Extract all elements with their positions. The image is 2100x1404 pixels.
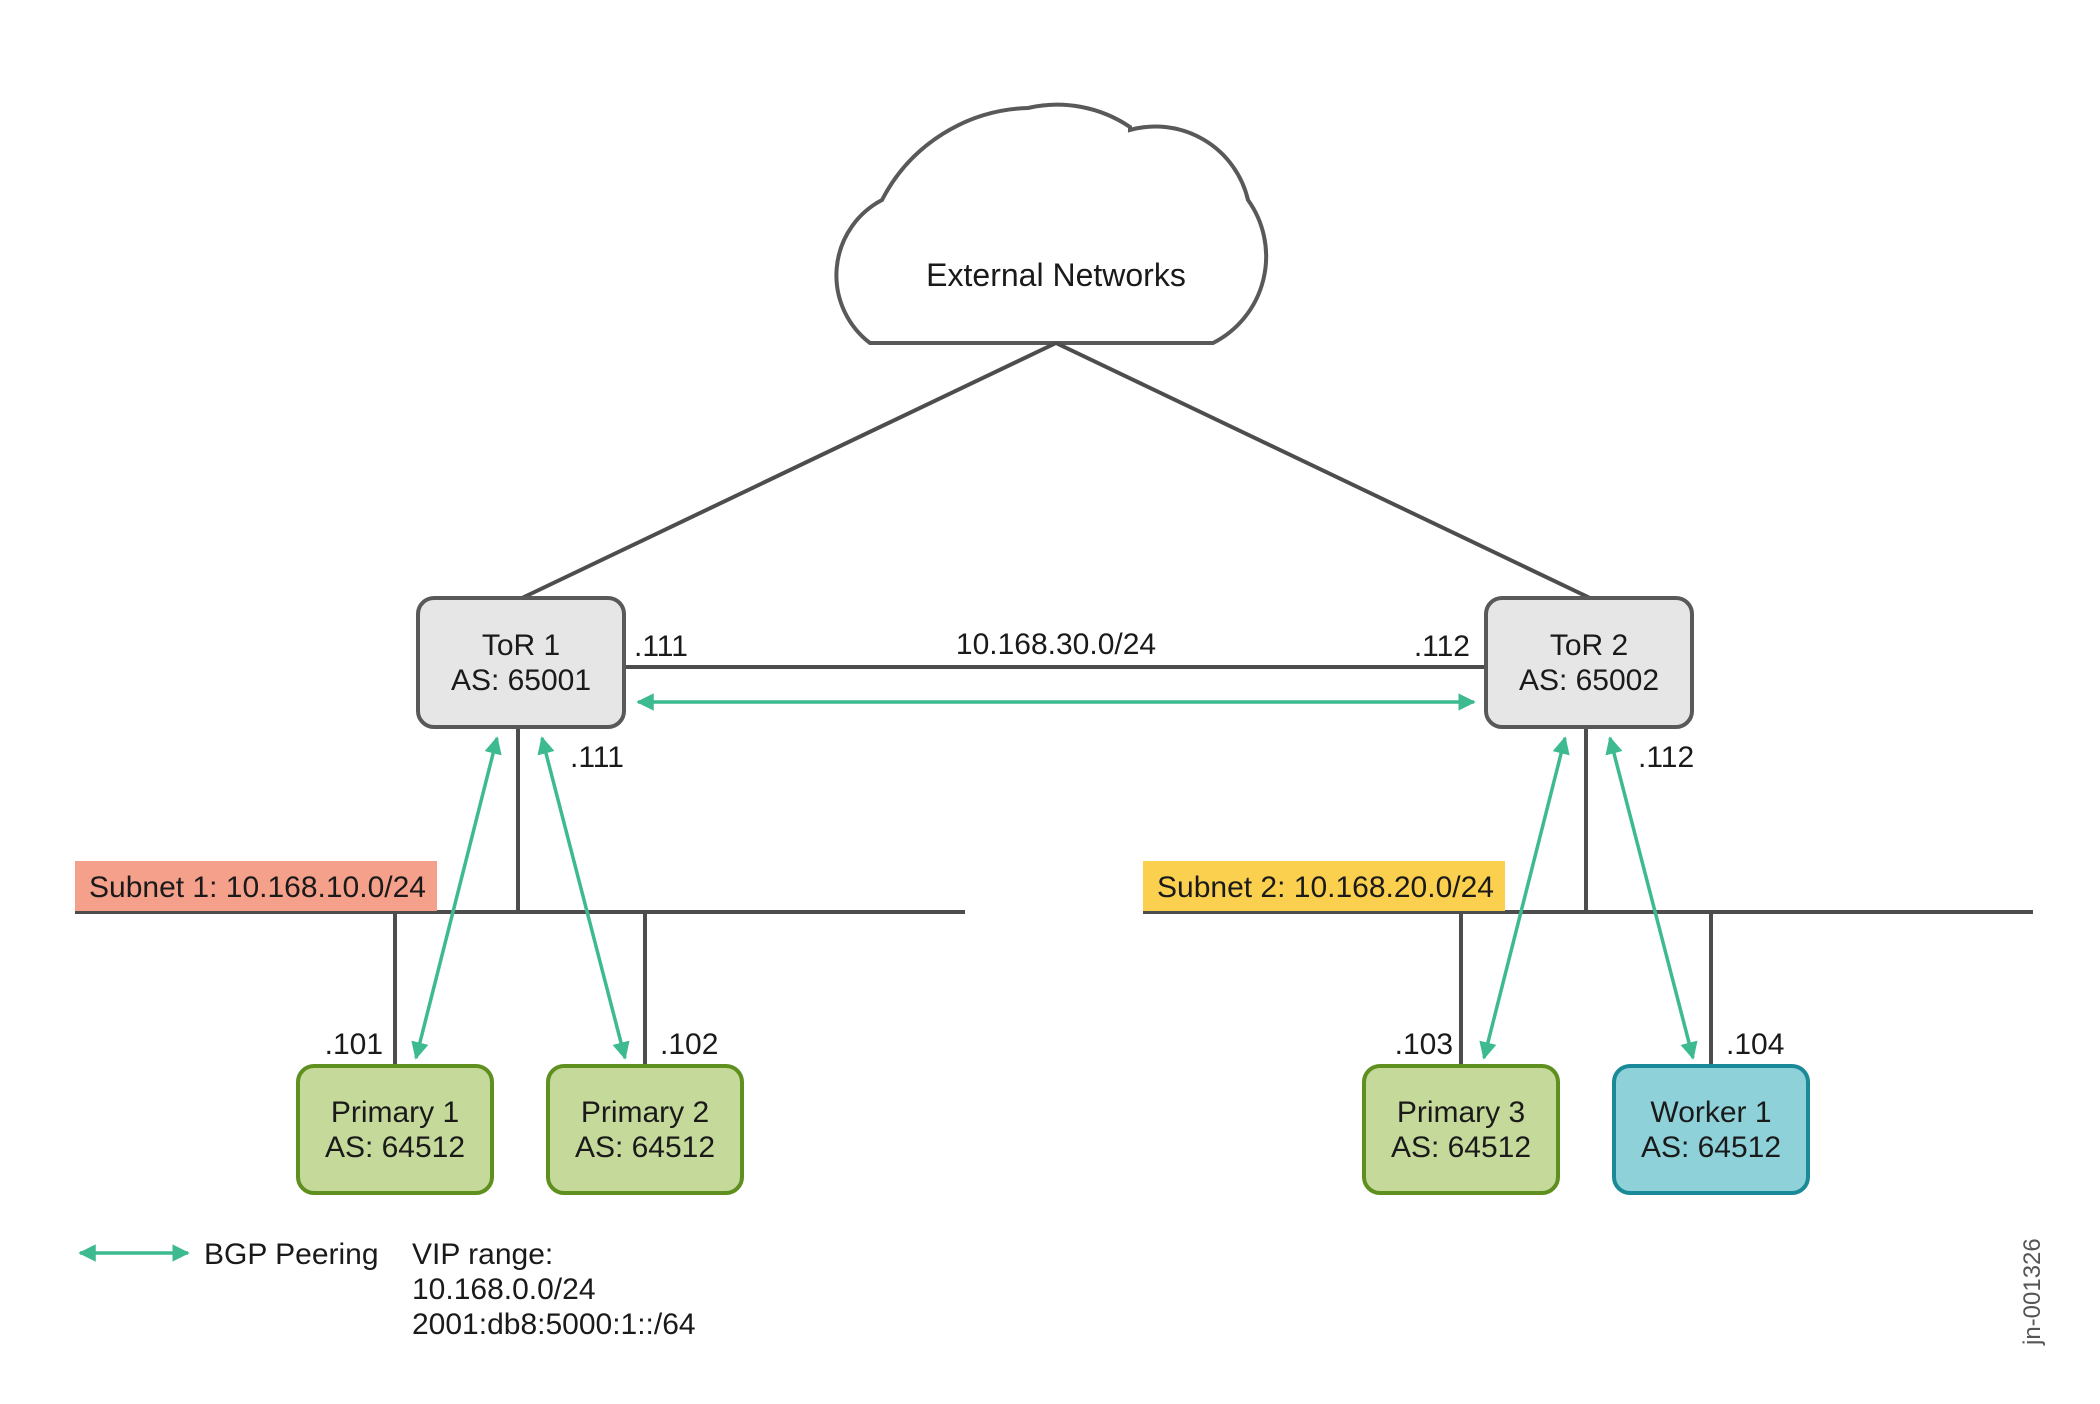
primary2-name: Primary 2 xyxy=(581,1096,709,1129)
subnet2-label-bg xyxy=(1143,861,1505,911)
tor2-name: ToR 2 xyxy=(1550,629,1628,662)
legend-bgp-label: BGP Peering xyxy=(204,1238,379,1271)
worker1-as: AS: 64512 xyxy=(1641,1131,1781,1164)
node-primary-3[interactable]: Primary 3 AS: 64512 xyxy=(1362,1064,1560,1195)
node-worker-1[interactable]: Worker 1 AS: 64512 xyxy=(1612,1064,1810,1195)
vip-ipv4: 10.168.0.0/24 xyxy=(412,1273,596,1306)
transit-subnet-label: 10.168.30.0/24 xyxy=(956,628,1156,661)
uplink-tor1 xyxy=(521,341,1057,600)
tor1-node[interactable]: ToR 1 AS: 65001 xyxy=(416,596,626,729)
bgp-tor1-primary2 xyxy=(537,736,630,1060)
tor2-node[interactable]: ToR 2 AS: 65002 xyxy=(1484,596,1694,729)
primary3-name: Primary 3 xyxy=(1397,1096,1525,1129)
tor1-subnet-ip: .111 xyxy=(570,741,624,774)
bgp-tor2-primary3 xyxy=(1479,736,1570,1060)
primary1-as: AS: 64512 xyxy=(325,1131,465,1164)
primary3-ip: .103 xyxy=(1395,1028,1453,1061)
vip-ipv6: 2001:db8:5000:1::/64 xyxy=(412,1308,696,1341)
tor2-as: AS: 65002 xyxy=(1519,664,1659,697)
tor2-subnet-ip: .112 xyxy=(1638,741,1694,774)
node-primary-2[interactable]: Primary 2 AS: 64512 xyxy=(546,1064,744,1195)
vip-title: VIP range: xyxy=(412,1238,553,1271)
external-networks-cloud xyxy=(834,102,1269,345)
worker1-ip: .104 xyxy=(1726,1028,1784,1061)
document-id: jn-001326 xyxy=(2019,1238,2046,1346)
tor1-as: AS: 65001 xyxy=(451,664,591,697)
worker1-name: Worker 1 xyxy=(1650,1096,1771,1129)
tor1-link-ip: .111 xyxy=(634,630,688,663)
uplink-tor2 xyxy=(1055,341,1591,600)
bgp-tor1-primary1 xyxy=(411,736,502,1060)
tor2-link-ip: .112 xyxy=(1414,630,1470,663)
primary1-name: Primary 1 xyxy=(331,1096,459,1129)
node-primary-1[interactable]: Primary 1 AS: 64512 xyxy=(296,1064,494,1195)
subnet1-label: Subnet 1: 10.168.10.0/24 xyxy=(89,871,426,904)
primary2-as: AS: 64512 xyxy=(575,1131,715,1164)
primary3-as: AS: 64512 xyxy=(1391,1131,1531,1164)
cloud-label: External Networks xyxy=(926,257,1186,293)
subnet2-label: Subnet 2: 10.168.20.0/24 xyxy=(1157,871,1494,904)
primary1-ip: .101 xyxy=(325,1028,383,1061)
bgp-tor2-worker1 xyxy=(1605,736,1698,1060)
tor1-name: ToR 1 xyxy=(482,629,560,662)
primary2-ip: .102 xyxy=(660,1028,718,1061)
subnet1-label-bg xyxy=(75,861,437,911)
